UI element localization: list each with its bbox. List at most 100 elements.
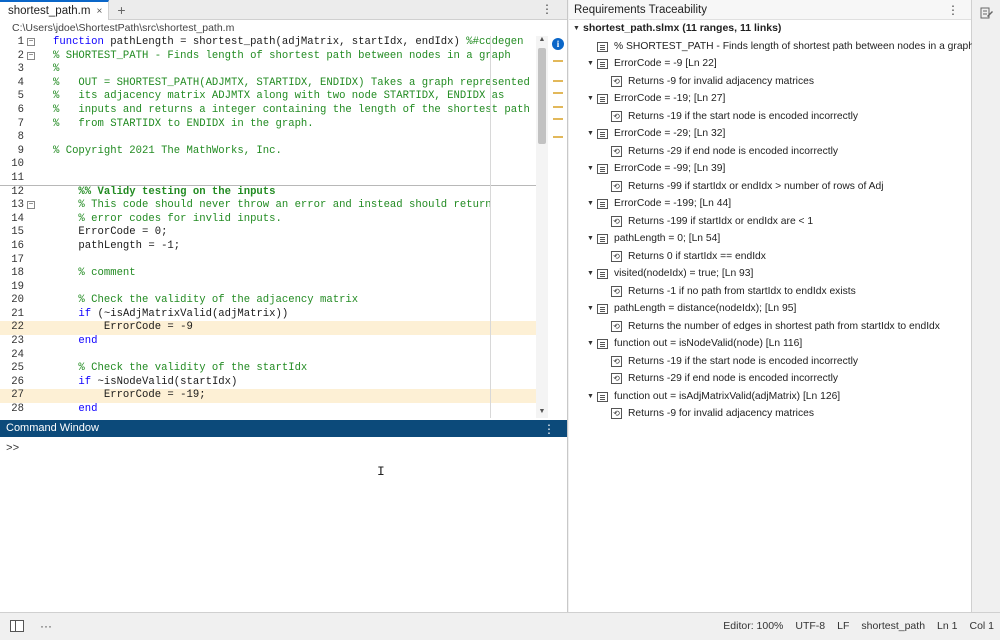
line-number[interactable]: 5 xyxy=(17,90,24,103)
trace-range-item[interactable]: ▼visited(nodeIdx) = true; [Ln 93] xyxy=(569,265,972,283)
line-number[interactable]: 13 xyxy=(11,199,24,212)
collapse-arrow-icon[interactable]: ▼ xyxy=(587,270,594,277)
trace-range-item[interactable]: ▼ErrorCode = -9 [Ln 22] xyxy=(569,55,972,73)
code-line[interactable]: 18 % comment xyxy=(0,267,536,281)
fold-toggle-icon[interactable]: − xyxy=(27,200,35,210)
line-ending[interactable]: LF xyxy=(837,620,850,632)
line-number[interactable]: 22 xyxy=(11,321,24,334)
line-number[interactable]: 27 xyxy=(11,389,24,402)
line-number[interactable]: 18 xyxy=(11,267,24,280)
fold-toggle-icon[interactable]: − xyxy=(27,50,35,60)
code-editor[interactable]: 1−function pathLength = shortest_path(ad… xyxy=(0,36,536,418)
trace-range-item[interactable]: ▼function out = isAdjMatrixValid(adjMatr… xyxy=(569,388,972,406)
scroll-up-icon[interactable]: ▲ xyxy=(538,36,546,43)
line-number[interactable]: 3 xyxy=(17,63,24,76)
code-line[interactable]: 23 end xyxy=(0,335,536,349)
line-number[interactable]: 24 xyxy=(11,348,24,361)
line-number[interactable]: 11 xyxy=(11,171,24,184)
line-number[interactable]: 12 xyxy=(11,185,24,198)
trace-link-item[interactable]: ⟲Returns -9 for invalid adjacency matric… xyxy=(569,73,972,91)
add-tab-icon[interactable]: + xyxy=(117,1,126,18)
gutter-marker[interactable] xyxy=(553,80,563,82)
code-line[interactable]: 25 % Check the validity of the startIdx xyxy=(0,362,536,376)
code-line[interactable]: 24 xyxy=(0,349,536,363)
collapse-arrow-icon[interactable]: ▼ xyxy=(587,130,594,137)
gutter-marker[interactable] xyxy=(553,118,563,120)
trace-range-item[interactable]: ▼ErrorCode = -29; [Ln 32] xyxy=(569,125,972,143)
file-encoding[interactable]: UTF-8 xyxy=(795,620,826,632)
collapse-arrow-icon[interactable]: ▼ xyxy=(587,392,594,400)
line-number[interactable]: 28 xyxy=(11,403,24,416)
code-line[interactable]: 11 xyxy=(0,172,536,186)
line-number[interactable]: 1 xyxy=(17,36,24,48)
code-line[interactable]: 3% xyxy=(0,63,536,77)
trace-range-item[interactable]: ▼function out = isNodeValid(node) [Ln 11… xyxy=(569,335,972,353)
trace-link-item[interactable]: ⟲Returns -99 if startIdx or endIdx > num… xyxy=(569,178,972,196)
collapse-arrow-icon[interactable]: ▼ xyxy=(587,200,594,207)
line-number[interactable]: 8 xyxy=(17,131,24,144)
tab-shortest-path[interactable]: shortest_path.m × xyxy=(0,0,110,20)
trace-link-item[interactable]: ⟲Returns -199 if startIdx or endIdx are … xyxy=(569,213,972,231)
line-number[interactable]: 17 xyxy=(11,253,24,266)
code-line[interactable]: 17 xyxy=(0,254,536,268)
editor-scrollbar[interactable]: ▲ ▼ xyxy=(536,36,548,418)
trace-link-item[interactable]: ⟲Returns 0 if startIdx == endIdx xyxy=(569,248,972,266)
line-number[interactable]: 23 xyxy=(11,335,24,348)
info-icon[interactable]: i xyxy=(552,38,564,50)
trace-link-item[interactable]: ⟲Returns -29 if end node is encoded inco… xyxy=(569,143,972,161)
code-line[interactable]: 21 if (~isAdjMatrixValid(adjMatrix)) xyxy=(0,308,536,322)
gutter-marker[interactable] xyxy=(553,136,563,138)
code-line[interactable]: 15 ErrorCode = 0; xyxy=(0,226,536,240)
code-line[interactable]: 5% its adjacency matrix ADJMTX along wit… xyxy=(0,90,536,104)
line-number[interactable]: 25 xyxy=(11,362,24,375)
line-number[interactable]: 14 xyxy=(11,212,24,225)
requirements-edit-icon[interactable] xyxy=(980,6,994,20)
collapse-arrow-icon[interactable]: ▼ xyxy=(587,340,594,347)
code-line[interactable]: 27 ErrorCode = -19; xyxy=(0,389,536,404)
kebab-menu-icon[interactable]: ⋮ xyxy=(543,422,555,436)
code-line[interactable]: 16 pathLength = -1; xyxy=(0,240,536,254)
tab-close-icon[interactable]: × xyxy=(96,5,103,17)
trace-range-item[interactable]: ▼ErrorCode = -19; [Ln 27] xyxy=(569,90,972,108)
code-line[interactable]: 13− % This code should never throw an er… xyxy=(0,199,536,213)
collapse-arrow-icon[interactable]: ▼ xyxy=(587,60,594,67)
code-line[interactable]: 9% Copyright 2021 The MathWorks, Inc. xyxy=(0,145,536,159)
code-line[interactable]: 14 % error codes for invlid inputs. xyxy=(0,213,536,227)
editor-zoom[interactable]: Editor: 100% xyxy=(723,620,784,632)
code-line[interactable]: 4% OUT = SHORTEST_PATH(ADJMTX, STARTIDX,… xyxy=(0,77,536,91)
tree-root[interactable]: ▼ shortest_path.slmx (11 ranges, 11 link… xyxy=(569,20,972,38)
line-number[interactable]: 2 xyxy=(17,49,24,62)
code-line[interactable]: 10 xyxy=(0,158,536,172)
code-line[interactable]: 6% inputs and returns a integer containi… xyxy=(0,104,536,118)
trace-link-item[interactable]: ⟲Returns -19 if the start node is encode… xyxy=(569,353,972,371)
scroll-down-icon[interactable]: ▼ xyxy=(538,408,546,415)
gutter-marker[interactable] xyxy=(553,60,563,62)
gutter-marker[interactable] xyxy=(553,92,563,94)
code-line[interactable]: 19 xyxy=(0,281,536,295)
line-number[interactable]: 10 xyxy=(11,158,24,171)
line-number[interactable]: 21 xyxy=(11,307,24,320)
trace-link-item[interactable]: ⟲Returns -29 if end node is encoded inco… xyxy=(569,370,972,388)
trace-link-item[interactable]: ⟲Returns -19 if the start node is encode… xyxy=(569,108,972,126)
trace-link-item[interactable]: ⟲Returns -9 for invalid adjacency matric… xyxy=(569,405,972,423)
command-prompt[interactable]: >> xyxy=(6,443,20,455)
trace-range-item[interactable]: ▼ErrorCode = -199; [Ln 44] xyxy=(569,195,972,213)
collapse-arrow-icon[interactable]: ▼ xyxy=(587,165,594,172)
line-number[interactable]: 15 xyxy=(11,226,24,239)
line-number[interactable]: 9 xyxy=(17,144,24,157)
trace-link-item[interactable]: ⟲Returns -1 if no path from startIdx to … xyxy=(569,283,972,301)
code-line[interactable]: 8 xyxy=(0,131,536,145)
code-line[interactable]: 12 %% Validy testing on the inputs xyxy=(0,186,536,200)
fold-toggle-icon[interactable]: − xyxy=(27,37,35,46)
panel-layout-icon[interactable] xyxy=(10,620,24,632)
trace-range-item[interactable]: % SHORTEST_PATH - Finds length of shorte… xyxy=(569,38,1000,56)
line-number[interactable]: 26 xyxy=(11,375,24,388)
trace-link-item[interactable]: ⟲Returns the number of edges in shortest… xyxy=(569,318,972,336)
line-number[interactable]: 7 xyxy=(17,117,24,130)
kebab-menu-icon[interactable]: ⋮ xyxy=(947,3,959,17)
trace-range-item[interactable]: ▼ErrorCode = -99; [Ln 39] xyxy=(569,160,972,178)
code-line[interactable]: 1−function pathLength = shortest_path(ad… xyxy=(0,36,536,50)
code-line[interactable]: 7% from STARTIDX to ENDIDX in the graph. xyxy=(0,118,536,132)
line-number[interactable]: 16 xyxy=(11,239,24,252)
trace-range-item[interactable]: ▼pathLength = distance(nodeIdx); [Ln 95] xyxy=(569,300,972,318)
